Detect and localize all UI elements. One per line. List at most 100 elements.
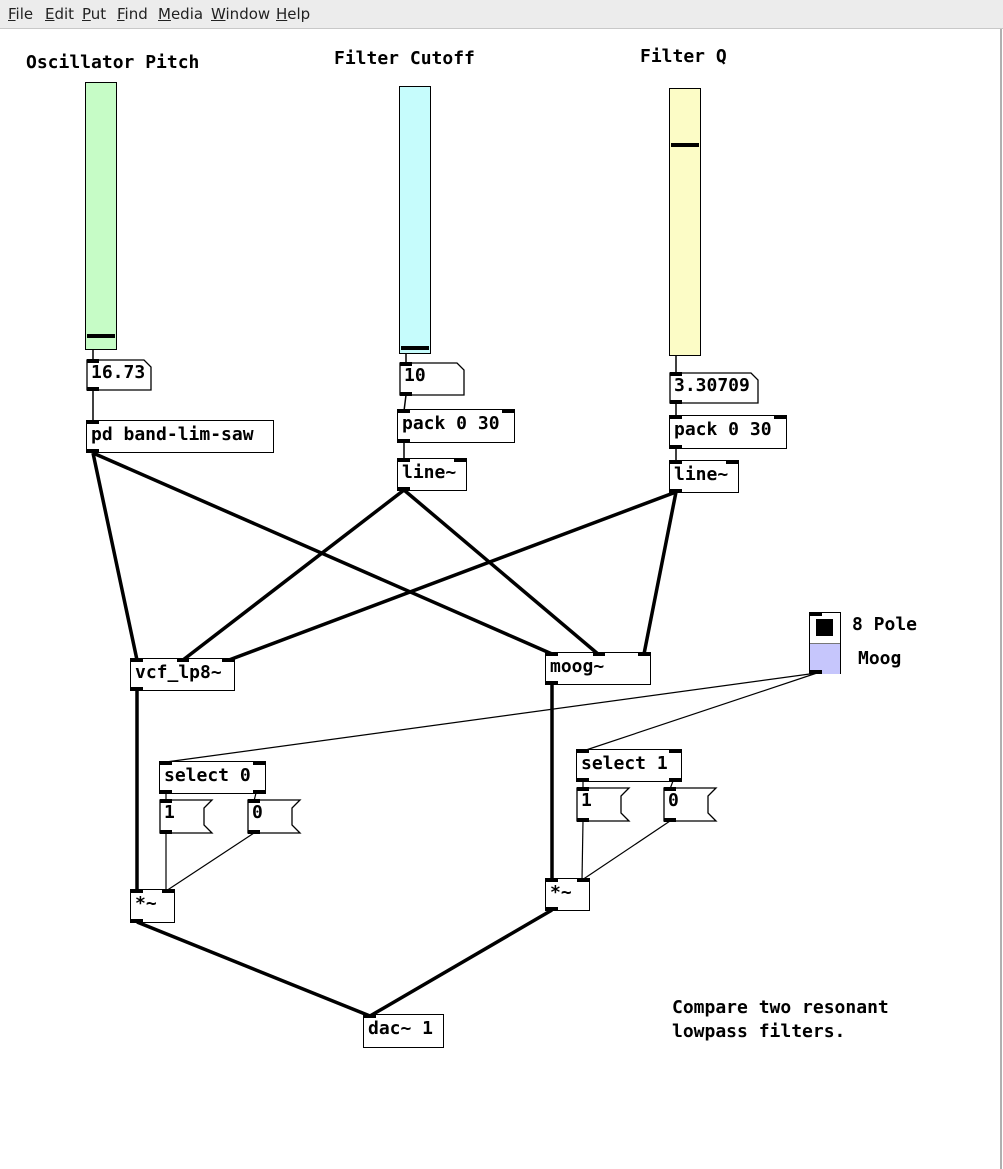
inlet: [726, 460, 738, 464]
outlet: [546, 907, 558, 911]
toggle-check-square-icon: [816, 619, 833, 636]
pack-cutoff-label: pack 0 30: [402, 413, 500, 434]
wire-line-q-to-vcf: [228, 490, 677, 662]
slider-knob[interactable]: [401, 346, 429, 350]
wire-mul-right-to-dac: [369, 908, 553, 1018]
menu-put[interactable]: Put: [82, 5, 107, 23]
multiply-right-object[interactable]: *~: [545, 878, 590, 911]
comment-line-1: Compare two resonant: [672, 997, 889, 1018]
slider-knob[interactable]: [671, 143, 699, 148]
menu-window[interactable]: Window: [211, 5, 271, 23]
band-lim-saw-label: pd band-lim-saw: [91, 424, 254, 445]
message-1-right[interactable]: 1: [576, 787, 631, 822]
dac-object[interactable]: dac~ 1: [363, 1014, 444, 1048]
inlet: [222, 658, 234, 662]
outlet: [669, 778, 681, 782]
vcf-lp8-object[interactable]: vcf_lp8~: [130, 658, 235, 691]
wire-mul-left-to-dac: [136, 920, 371, 1018]
wire-msg1-right-to-mul: [581, 820, 584, 881]
moog-object[interactable]: moog~: [545, 652, 651, 685]
inlet: [546, 878, 558, 882]
inlet: [131, 658, 143, 662]
inlet: [546, 652, 558, 656]
comment-compare-filters: Compare two resonant lowpass filters.: [672, 996, 889, 1044]
label-oscillator-pitch: Oscillator Pitch: [26, 52, 200, 73]
line-cutoff-object[interactable]: line~: [397, 458, 467, 491]
message-1-right-label: 1: [581, 790, 592, 811]
line-cutoff-label: line~: [402, 462, 457, 483]
outlet: [131, 687, 143, 691]
menu-media[interactable]: Media: [158, 5, 204, 23]
wire-msg0-right-to-mul: [581, 820, 671, 881]
outlet: [253, 790, 265, 794]
inlet: [160, 761, 172, 765]
outlet: [398, 487, 410, 491]
label-filter-q: Filter Q: [640, 46, 727, 67]
inlet: [177, 658, 189, 662]
wire-line-cutoff-to-moog: [402, 488, 600, 656]
pack-cutoff-object[interactable]: pack 0 30: [397, 409, 515, 443]
message-1-left-label: 1: [164, 802, 175, 823]
message-0-right[interactable]: 0: [663, 787, 718, 822]
menu-edit[interactable]: Edit: [45, 5, 75, 23]
q-number-box[interactable]: 3.30709: [669, 372, 759, 404]
inlet: [670, 460, 682, 464]
outlet: [670, 489, 682, 493]
filter-q-slider[interactable]: [669, 88, 701, 356]
filter-select-toggle[interactable]: [809, 612, 841, 674]
inlet: [502, 409, 514, 413]
cutoff-number-box[interactable]: 10: [399, 362, 465, 396]
dac-label: dac~ 1: [368, 1018, 434, 1039]
inlet: [364, 1014, 376, 1018]
menu-help[interactable]: Help: [276, 5, 311, 23]
menu-find[interactable]: Find: [117, 5, 148, 23]
inlet: [398, 458, 410, 462]
outlet: [546, 681, 558, 685]
vcf-lp8-label: vcf_lp8~: [135, 662, 222, 683]
q-number-value: 3.30709: [674, 375, 750, 396]
pack-q-object[interactable]: pack 0 30: [669, 415, 787, 449]
wire-toggle-to-select0: [165, 672, 818, 763]
label-moog: Moog: [858, 648, 902, 669]
line-q-label: line~: [674, 464, 729, 485]
message-0-right-label: 0: [668, 790, 679, 811]
select-0-object[interactable]: select 0: [159, 761, 266, 794]
select-0-label: select 0: [164, 765, 251, 786]
pack-q-label: pack 0 30: [674, 419, 772, 440]
filter-cutoff-slider[interactable]: [399, 86, 431, 354]
inlet: [670, 415, 682, 419]
inlet: [162, 889, 174, 893]
comment-line-2: lowpass filters.: [672, 1021, 846, 1042]
outlet: [810, 670, 822, 674]
outlet: [160, 790, 172, 794]
message-0-left[interactable]: 0: [247, 799, 302, 834]
label-eight-pole: 8 Pole: [852, 614, 918, 635]
inlet: [253, 761, 265, 765]
inlet: [810, 612, 822, 616]
menu-file[interactable]: File: [8, 5, 34, 23]
wire-msg0-left-to-mul: [165, 832, 255, 892]
inlet: [398, 409, 410, 413]
wire-number-cutoff-to-pack: [403, 394, 407, 412]
slider-knob[interactable]: [87, 334, 115, 339]
band-lim-saw-object[interactable]: pd band-lim-saw: [86, 420, 274, 453]
outlet: [87, 449, 99, 453]
line-q-object[interactable]: line~: [669, 460, 739, 493]
message-1-left[interactable]: 1: [159, 799, 214, 834]
moog-label: moog~: [550, 656, 605, 677]
message-0-left-label: 0: [252, 802, 263, 823]
oscillator-pitch-slider[interactable]: [85, 82, 117, 350]
inlet: [131, 889, 143, 893]
toggle-lower-cell: [810, 643, 840, 674]
patch-canvas[interactable]: [0, 29, 1002, 1169]
pitch-number-box[interactable]: 16.73: [86, 359, 152, 391]
outlet: [670, 445, 682, 449]
inlet: [454, 458, 466, 462]
wire-line-cutoff-to-vcf: [181, 488, 406, 662]
inlet: [577, 878, 589, 882]
select-1-object[interactable]: select 1: [576, 749, 682, 782]
multiply-left-object[interactable]: *~: [130, 889, 175, 923]
inlet: [669, 749, 681, 753]
wire-toggle-to-select1: [582, 672, 818, 752]
